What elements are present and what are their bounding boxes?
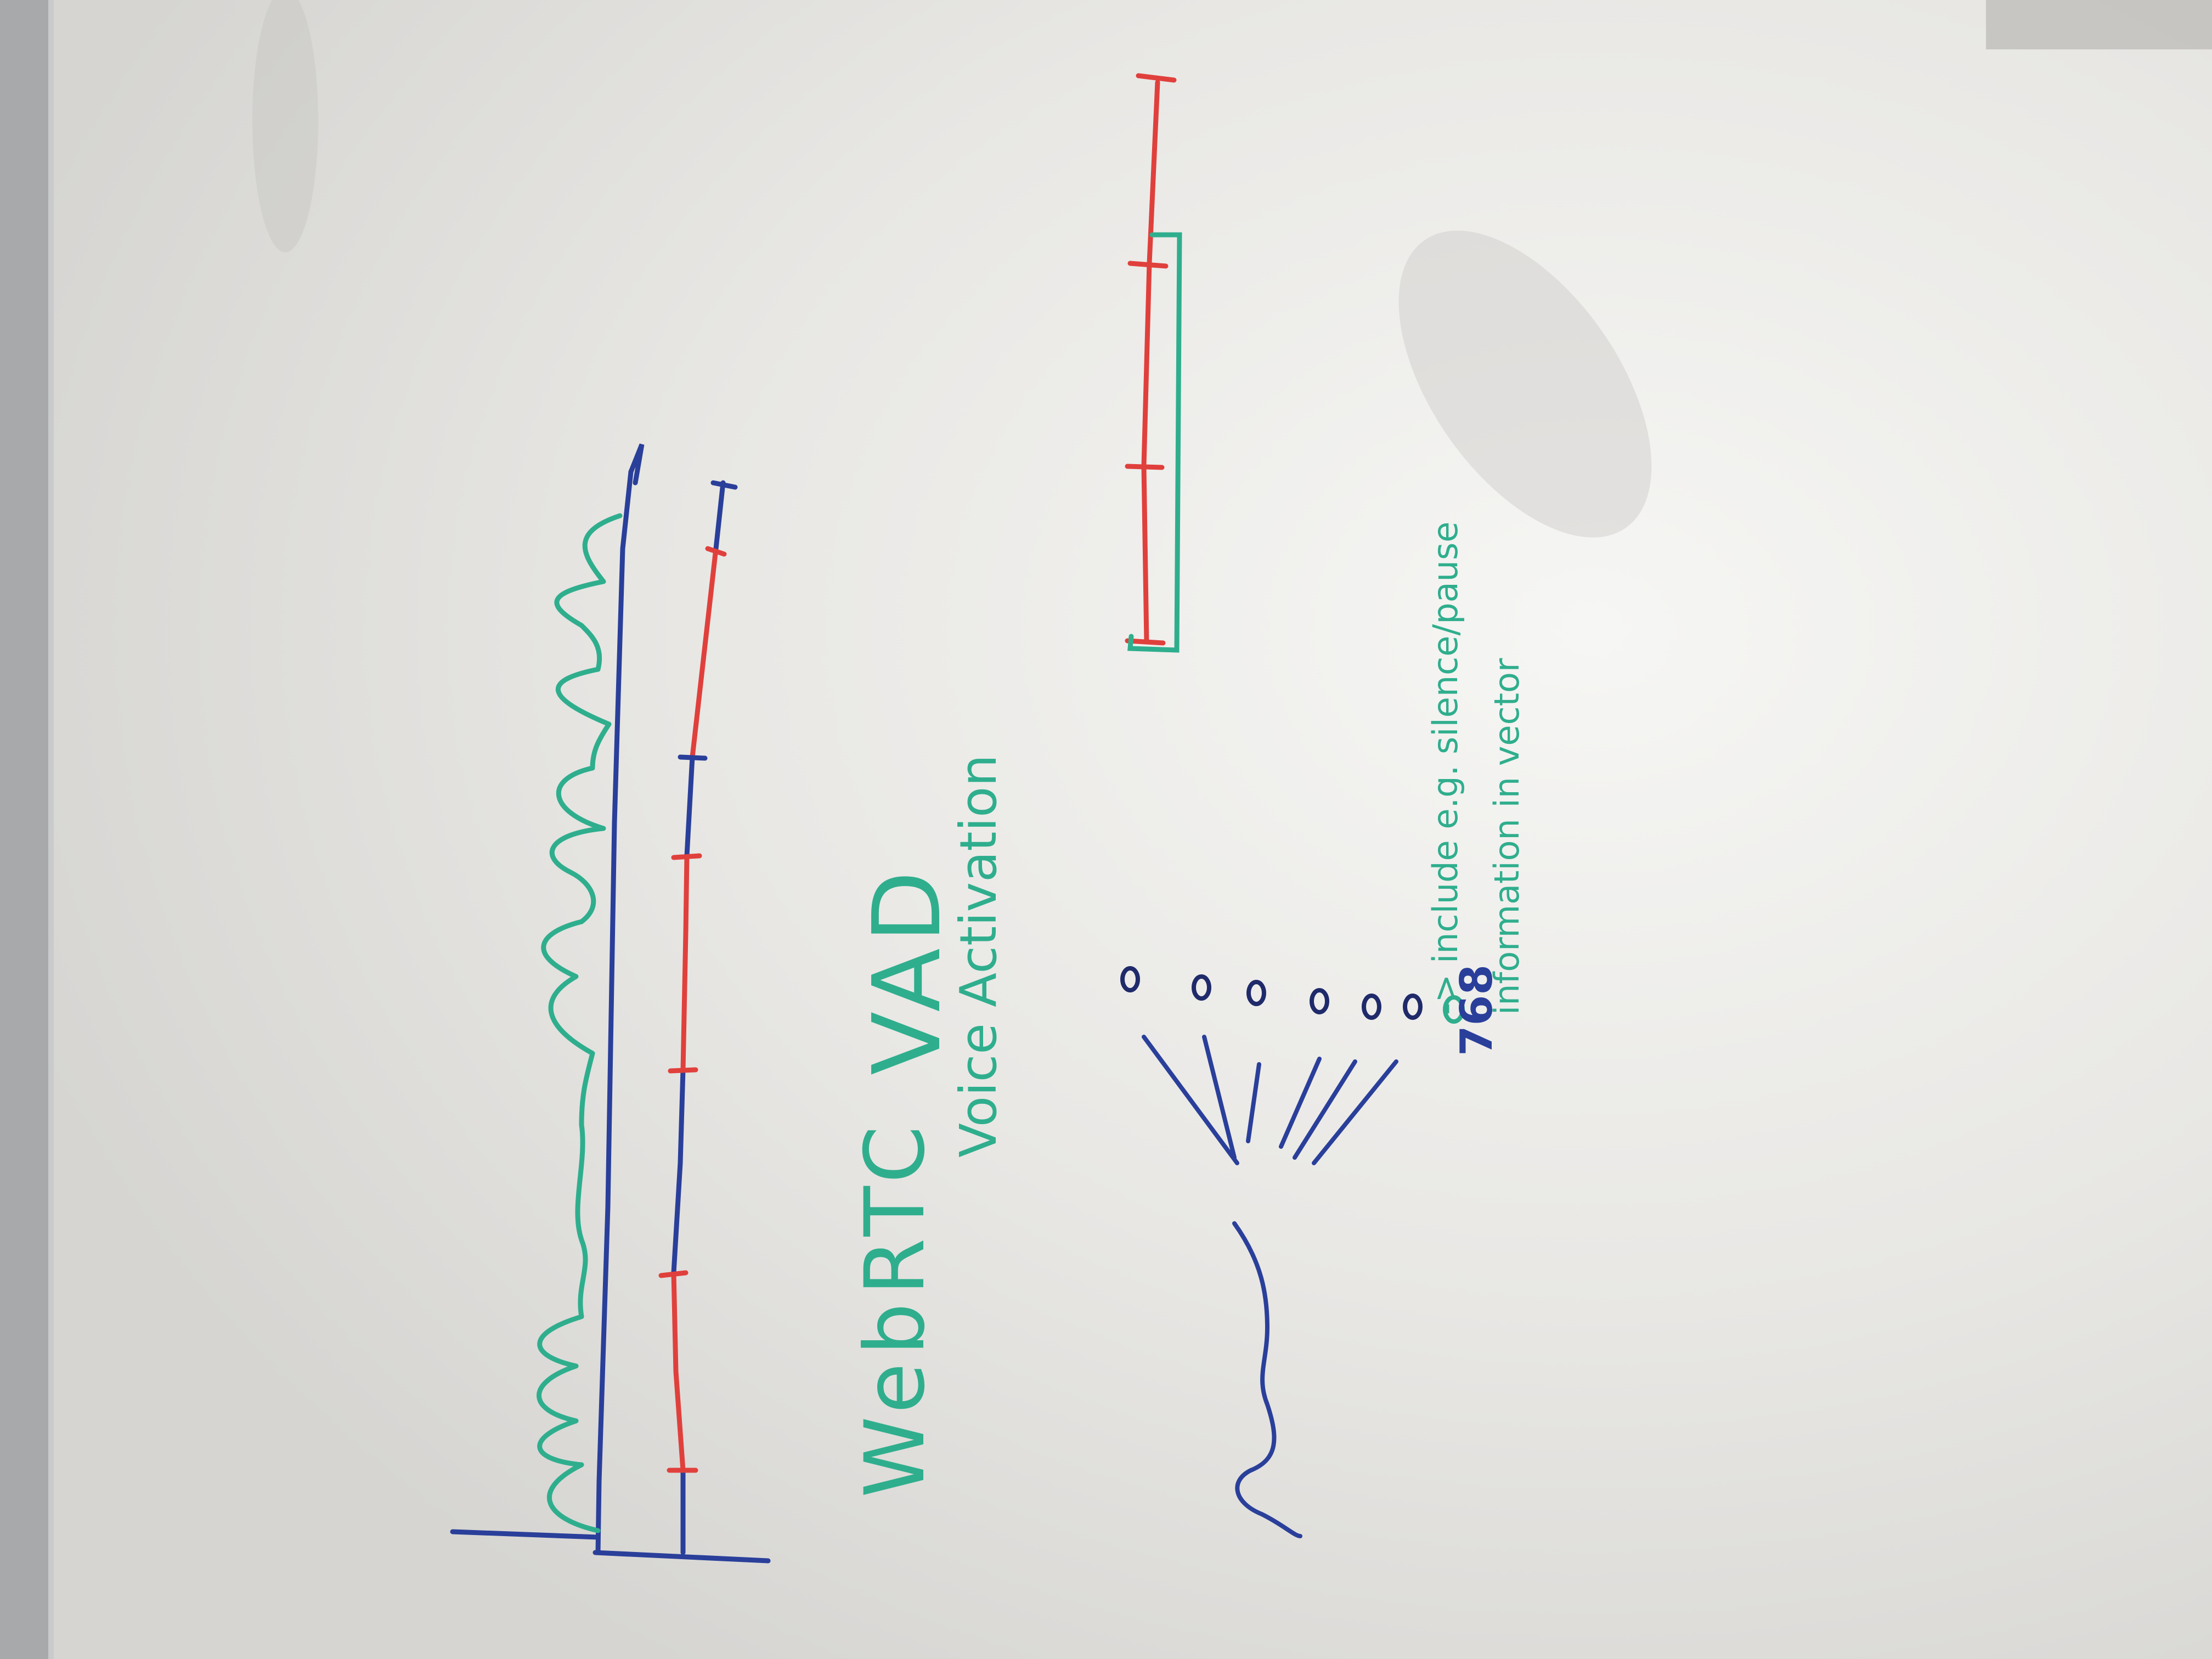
vector-nodes — [1120, 966, 1465, 1024]
webrtc-label: WebRTC — [848, 1118, 943, 1498]
circle-node-icon — [1246, 980, 1266, 1006]
circle-node-icon — [1120, 966, 1140, 992]
vad-timeline — [671, 480, 726, 1555]
circle-node-icon — [1403, 994, 1423, 1020]
corner-shadow — [1986, 0, 2212, 49]
circle-node-icon — [1192, 974, 1211, 1001]
circle-node-icon — [1310, 988, 1329, 1014]
note-line-1: -> include e.g. silence/pause — [1425, 521, 1465, 1015]
eraser-smudge — [1398, 230, 1652, 538]
circle-node-icon — [1362, 994, 1381, 1020]
audio-waveform — [537, 513, 623, 1533]
input-signal-stroke — [1232, 1221, 1302, 1538]
voice-activation-label: Voice Activation — [949, 754, 1008, 1158]
eraser-smudge — [252, 0, 318, 252]
whiteboard-frame-edge — [48, 0, 54, 1659]
vad-label: VAD — [853, 865, 962, 1075]
note-line-2: information in vector — [1487, 658, 1527, 1015]
segment-tick-marks — [658, 480, 738, 1473]
whiteboard-frame — [0, 0, 50, 1659]
network-connections — [1142, 1035, 1398, 1165]
segment-bar — [1125, 73, 1182, 653]
circle-node-icon — [1443, 995, 1465, 1024]
signal-axes — [450, 443, 771, 1564]
